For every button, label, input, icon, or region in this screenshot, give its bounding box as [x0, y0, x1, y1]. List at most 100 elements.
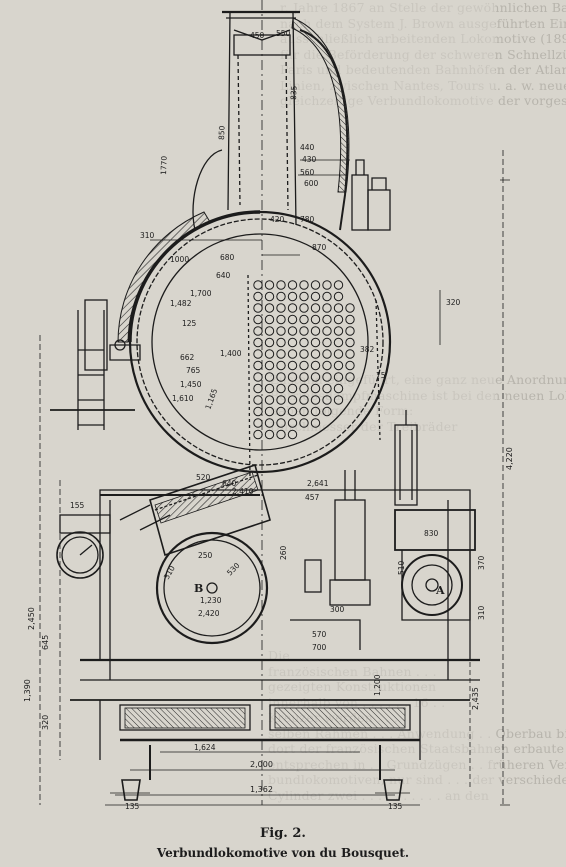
dim-label: 430 [302, 155, 317, 164]
safety-valve [351, 159, 391, 231]
figure-number: Fig. 2. [260, 826, 306, 841]
boiler-tube [322, 314, 332, 325]
boiler-tube [264, 395, 275, 405]
boiler-tube [264, 429, 275, 440]
boiler-tube [310, 372, 321, 382]
boiler-tube [299, 314, 309, 325]
dim-label: 250 [198, 551, 213, 560]
boiler-tube [345, 314, 355, 325]
axle-box-right [274, 707, 406, 729]
boiler-tube [322, 360, 332, 371]
boiler-tube [345, 303, 355, 313]
boiler-tube [253, 406, 263, 417]
dim-label: 700 [312, 643, 327, 652]
boiler-tube [253, 326, 263, 336]
pressure-gauge [56, 514, 111, 579]
boiler-barrel [128, 210, 392, 474]
dim-label: 382 [360, 345, 375, 354]
dim-label: 1,482 [170, 299, 192, 308]
boiler-tube [253, 303, 263, 313]
dim-label: 2,450 [27, 607, 36, 630]
locomotive-drawing: 450 550 835 850 1770 440 430 560 600 420… [23, 0, 514, 811]
boiler-tube [287, 337, 298, 348]
dim-label: 4,220 [505, 447, 514, 470]
boiler-tube [287, 395, 298, 405]
figure-caption: Verbundlokomotive von du Bousquet. [156, 846, 410, 860]
boiler-tube [287, 429, 298, 440]
dim-label: 2,420 [198, 609, 220, 618]
boiler-tube [264, 280, 275, 290]
dim-label: 450 [250, 31, 265, 40]
footboard-ladder [50, 299, 135, 430]
dim-label: 510 [397, 560, 406, 575]
boiler-tube [276, 383, 286, 394]
injector [394, 410, 418, 506]
boiler-tube [276, 360, 286, 371]
boiler-tube [253, 360, 263, 371]
boiler-tube [310, 303, 321, 313]
boiler-tube [264, 349, 275, 359]
dim-label: 780 [300, 215, 315, 224]
boiler-tube [264, 337, 275, 348]
boiler-tube [345, 360, 355, 371]
boiler-tube [299, 395, 309, 405]
boiler-tube [276, 349, 286, 359]
boiler-tube [276, 314, 286, 325]
dim-label: 600 [304, 179, 319, 188]
boiler-tube [276, 429, 286, 440]
boiler-tube [253, 337, 263, 348]
boiler-tube [264, 372, 275, 382]
boiler-tube [310, 349, 321, 359]
boiler-tube [299, 280, 309, 290]
boiler-tube [264, 326, 275, 336]
dim-label: 570 [312, 630, 327, 639]
boiler-tube [287, 383, 298, 394]
boiler-tube [322, 372, 332, 382]
boiler-tube [333, 349, 344, 359]
boiler-tube [287, 326, 298, 336]
boiler-tube [253, 383, 263, 394]
dim-label: 645 [41, 635, 50, 650]
boiler-tube [299, 349, 309, 359]
tube-bundle [253, 280, 355, 440]
boiler-tube [322, 383, 332, 394]
boiler-tube [333, 314, 344, 325]
boiler-tube [322, 326, 332, 336]
lower-frame [70, 658, 480, 780]
dim-label: 1,700 [190, 289, 212, 298]
boiler-tube [310, 418, 321, 428]
boiler-tube [264, 360, 275, 371]
boiler-tube [299, 383, 309, 394]
boiler-tube [253, 349, 263, 359]
valve-gear [290, 470, 371, 650]
boiler-tube [253, 280, 263, 290]
boiler-tube [310, 326, 321, 336]
boiler-tube [276, 291, 286, 302]
dim-label: 640 [222, 479, 237, 488]
boiler-tube [345, 326, 355, 336]
dim-label: 440 [300, 143, 315, 152]
dim-label: 870 [312, 243, 327, 252]
boiler-tube [333, 326, 344, 336]
boiler-tube [264, 314, 275, 325]
boiler-tube [253, 429, 263, 440]
dim-label: 662 [180, 353, 195, 362]
boiler-tube [264, 383, 275, 394]
dim-label: 640 [216, 271, 231, 280]
dim-label: 75 [376, 371, 386, 380]
boiler-tube [287, 314, 298, 325]
dim-label: 1,450 [180, 380, 202, 389]
boiler-tube [276, 418, 286, 428]
dim-label: 1000 [170, 255, 189, 264]
boiler-tube [333, 280, 344, 290]
boiler-tube [287, 406, 298, 417]
boiler-tube [287, 349, 298, 359]
dim-label: 155 [70, 501, 85, 510]
dim-label: 830 [424, 529, 439, 538]
boiler-tube [322, 303, 332, 313]
dim-label: 310 [477, 605, 486, 620]
dim-label: 1,362 [250, 785, 273, 794]
boiler-tube [253, 395, 263, 405]
axle-box-left [124, 707, 246, 729]
